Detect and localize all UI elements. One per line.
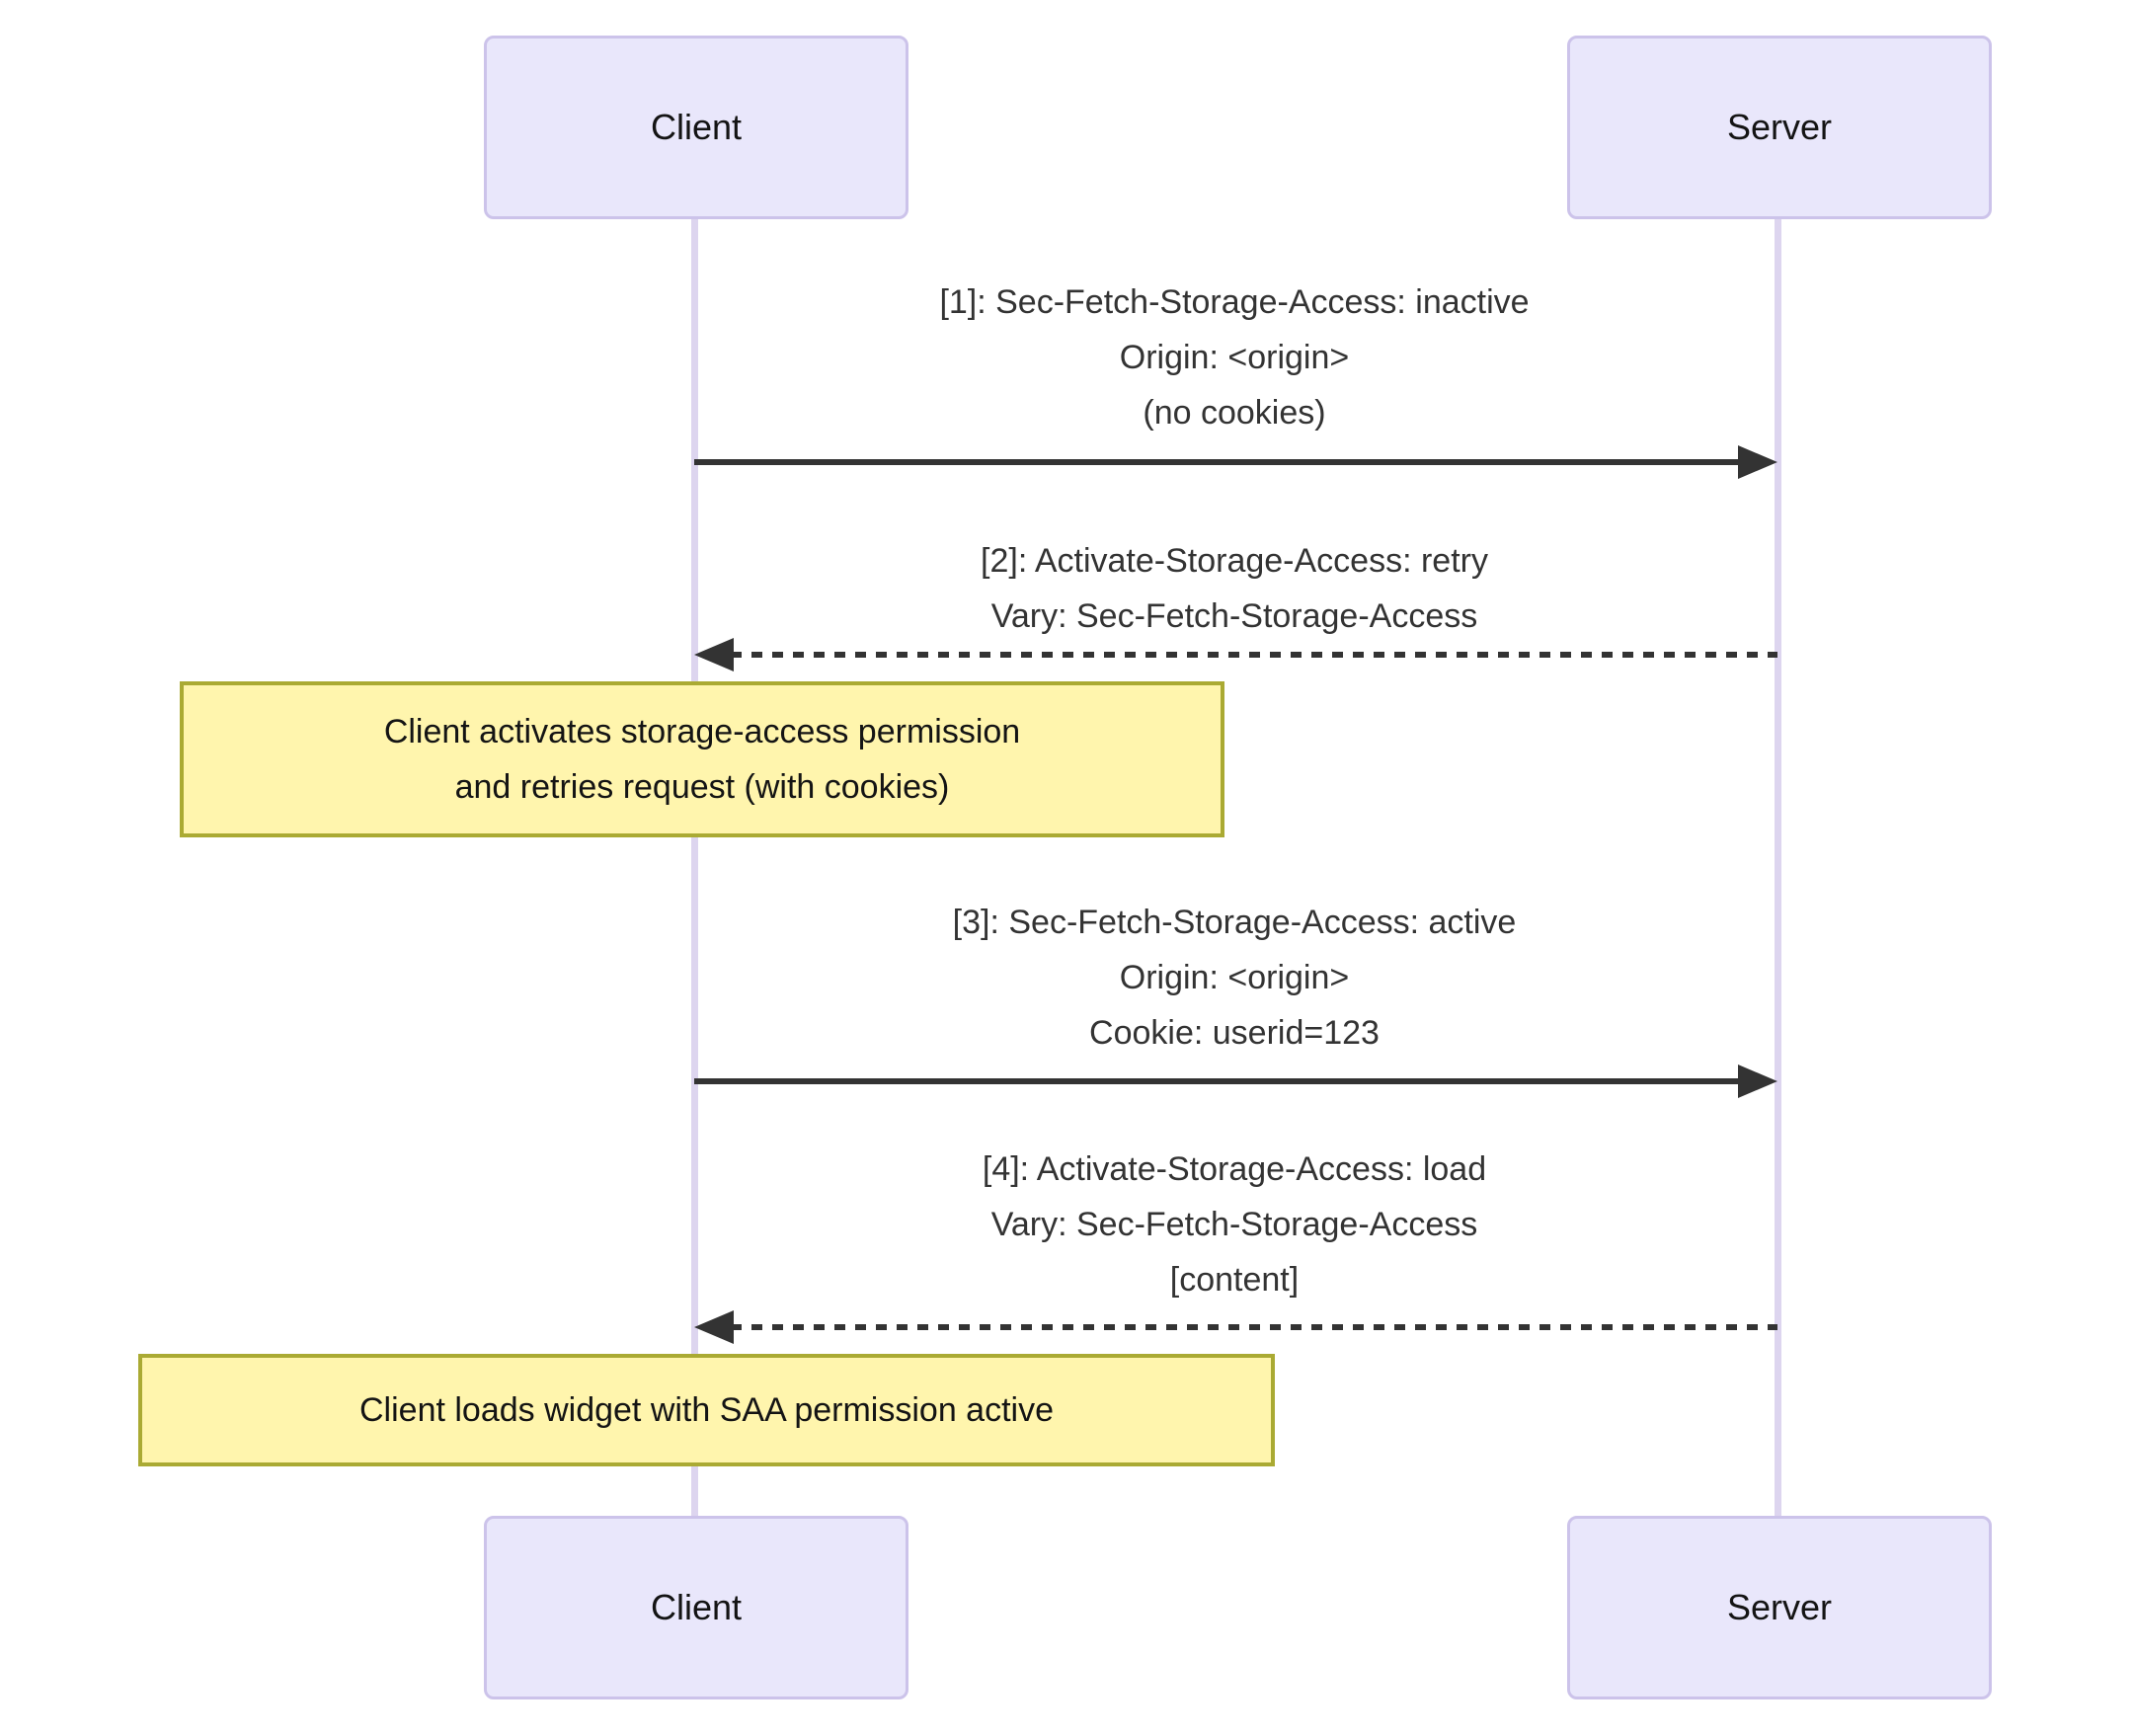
message-4-label: [4]: Activate-Storage-Access: load Vary:…: [982, 1150, 1487, 1299]
actor-label-client: Client: [650, 107, 743, 147]
actor-box-client-bottom: Client: [484, 1516, 908, 1699]
message-1-arrow: [694, 459, 1741, 465]
arrowhead-left-icon: [694, 1310, 734, 1344]
message-3-label: [3]: Sec-Fetch-Storage-Access: active Or…: [952, 904, 1517, 1052]
note-load-widget: Client loads widget with SAA permission …: [138, 1354, 1275, 1466]
note-activate-permission: Client activates storage-access permissi…: [180, 681, 1224, 837]
message-1-label: [1]: Sec-Fetch-Storage-Access: inactive …: [939, 283, 1530, 432]
arrowhead-right-icon: [1738, 445, 1777, 479]
actor-box-server-top: Server: [1567, 36, 1992, 219]
message-4-arrow: [731, 1324, 1777, 1330]
actor-label-server: Server: [1726, 1587, 1833, 1627]
actor-label-client: Client: [650, 1587, 743, 1627]
message-3-arrow: [694, 1078, 1741, 1084]
lifeline-server: [1775, 219, 1781, 1518]
actor-label-server: Server: [1726, 107, 1833, 147]
message-2-label: [2]: Activate-Storage-Access: retry Vary…: [981, 542, 1488, 635]
arrowhead-right-icon: [1738, 1065, 1777, 1098]
actor-box-client-top: Client: [484, 36, 908, 219]
arrowhead-left-icon: [694, 638, 734, 671]
actor-box-server-bottom: Server: [1567, 1516, 1992, 1699]
message-2-arrow: [731, 652, 1777, 658]
lifeline-client: [691, 219, 698, 1518]
